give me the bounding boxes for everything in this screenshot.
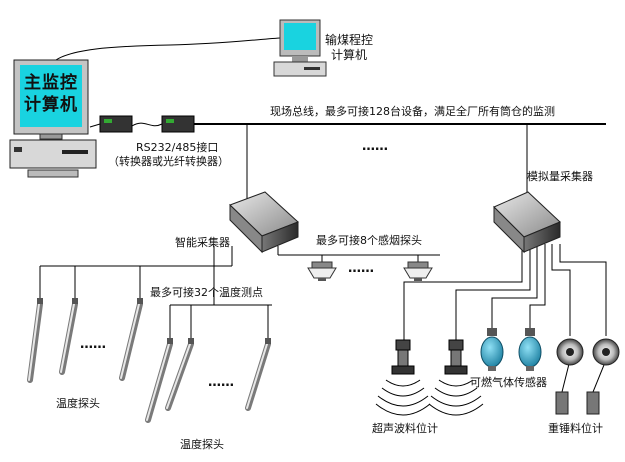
coal-pc-cable xyxy=(49,37,281,67)
gas-sensor-label: 可燃气体传感器 xyxy=(470,376,547,389)
converter-label: RS232/485接口（转换器或光纤转换器） xyxy=(108,141,229,168)
temp-ellipsis-2: …… xyxy=(208,375,234,390)
gas-sensor-2 xyxy=(518,328,542,371)
hammer-meter-2 xyxy=(586,338,620,415)
temp-probe-label-2: 温度探头 xyxy=(180,438,224,451)
main-monitor-screen-text: 主监控 计算机 xyxy=(22,72,80,116)
main-monitor-computer xyxy=(9,59,97,178)
main-monitor-screen-line-1: 主监控 xyxy=(24,73,78,93)
ultrasonic-label: 超声波料位计 xyxy=(372,422,438,435)
hammer-label: 重锤料位计 xyxy=(548,422,603,435)
smoke-detector-1 xyxy=(307,261,337,281)
temperature-probe xyxy=(119,298,143,381)
smart-collector-box xyxy=(229,191,299,254)
coal-control-computer xyxy=(273,19,327,77)
gas-sensor-1 xyxy=(480,328,504,371)
ultrasonic-meter-1 xyxy=(375,339,431,416)
analog-collector-label: 模拟量采集器 xyxy=(527,170,593,183)
hammer-meter-1 xyxy=(555,338,584,415)
smoke-detector-2 xyxy=(403,261,433,281)
temperature-probe xyxy=(27,298,43,383)
temp-max-label: 最多可接32个温度测点 xyxy=(150,286,263,299)
smart-collector-label: 智能采集器 xyxy=(175,236,230,249)
ultrasonic-meter-2 xyxy=(428,339,484,416)
field-bus-label: 现场总线，最多可接128台设备，满足全厂所有筒仓的监测 xyxy=(270,105,555,118)
rs232-485-converter xyxy=(99,115,195,133)
temperature-probes xyxy=(27,298,271,423)
bus-ellipsis: …… xyxy=(362,139,388,154)
temperature-probe xyxy=(165,338,194,411)
smoke-max-label: 最多可接8个感烟探头 xyxy=(316,234,422,247)
wiring xyxy=(39,37,607,393)
temp-ellipsis-1: …… xyxy=(80,337,106,352)
smoke-ellipsis: …… xyxy=(348,261,374,276)
temp-probe-label-1: 温度探头 xyxy=(56,397,100,410)
temperature-probe xyxy=(59,298,78,375)
coal-pc-label: 输煤程控计算机 xyxy=(324,33,373,62)
temperature-probe xyxy=(145,338,173,423)
analog-collector-box xyxy=(493,191,561,254)
main-monitor-screen-line-2: 计算机 xyxy=(24,95,78,115)
temperature-probe xyxy=(245,338,271,411)
